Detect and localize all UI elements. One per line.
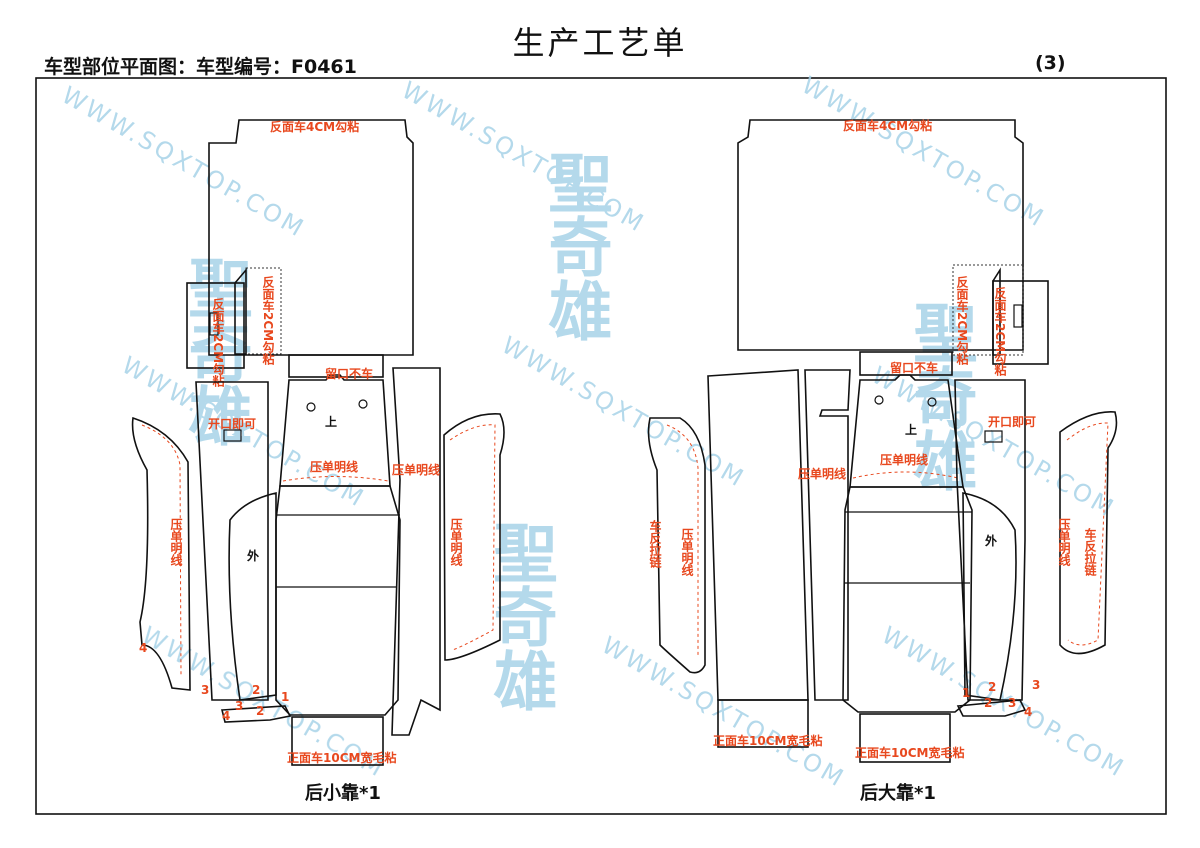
left-right-strip (391, 367, 441, 736)
left-right-curve-seam (449, 424, 496, 651)
left-stitch-side: 压单明线 (169, 518, 183, 567)
right-bottom-note-left: 正面车10CM宽毛粘 (713, 733, 822, 748)
right-caption: 后大靠*1 (860, 782, 936, 804)
watermark-brand: 聖奇雄 (178, 255, 253, 447)
right-pattern: 反面车4CM勾粘 反面车2CM勾粘 反面车2CM勾粘 留口不车 上 压单明线 压… (647, 118, 1118, 804)
left-right-curve (443, 413, 505, 661)
right-outer-mark: 外 (985, 533, 997, 548)
right-opening-note: 开口即可 (988, 415, 1036, 429)
left-side-curve (131, 416, 191, 691)
left-main-body (275, 485, 401, 716)
page-title: 生产工艺单 (512, 24, 688, 62)
right-vertical-panel (954, 379, 1026, 701)
drawing-frame (35, 77, 1167, 815)
right-window-note: 留口不车 (890, 360, 938, 375)
left-flap-slot (209, 312, 219, 336)
right-stitch-center: 压单明线 (880, 452, 928, 467)
right-flap-slot (1013, 304, 1023, 328)
left-caption: 后小靠*1 (305, 783, 381, 804)
right-number: 3 (1008, 696, 1016, 710)
right-opening (984, 430, 1003, 443)
left-number: 1 (281, 690, 289, 704)
right-up-mark: 上 (905, 422, 917, 437)
right-number: 2 (984, 696, 992, 710)
left-pattern: 反面车4CM勾粘 反面车2CM勾粘 反面车2CM勾粘 留口不车 上 压单明线 开… (131, 119, 505, 804)
right-outer-panel (962, 492, 1017, 701)
right-left-panel (707, 369, 809, 701)
right-corner-piece (956, 699, 1027, 717)
left-opening-note: 开口即可 (208, 417, 256, 431)
right-hole (874, 395, 884, 405)
right-stitch-left-side: 压单明线 (680, 528, 694, 577)
right-number: 2 (988, 680, 996, 694)
right-side-seam (666, 424, 699, 655)
left-number: 2 (252, 683, 260, 697)
left-outer-panel (228, 491, 277, 701)
left-window-note: 留口不车 (325, 366, 373, 381)
page-number: (3) (1035, 52, 1066, 74)
left-flap-note: 反面车2CM勾粘 (211, 297, 225, 388)
watermark-url: WWW.SQXTOP.COM (57, 81, 310, 243)
right-stitch-left: 压单明线 (798, 466, 846, 481)
left-corner-piece (220, 705, 292, 723)
right-zip-right: 车反拉链 (1083, 527, 1097, 577)
right-bottom-rect-center (859, 713, 951, 763)
watermark-url: WWW.SQXTOP.COM (797, 71, 1050, 233)
left-top-panel (208, 119, 414, 356)
left-number: 4 (222, 709, 230, 723)
left-flap-piece (186, 282, 245, 369)
left-top-note: 反面车4CM勾粘 (270, 119, 359, 134)
left-opening (223, 429, 242, 442)
right-inner-flap-note: 反面车2CM勾粘 (955, 275, 969, 366)
left-number: 3 (235, 699, 243, 713)
left-side-seam (141, 424, 182, 676)
left-bottom-rect (291, 716, 384, 766)
left-inner-flap-note: 反面车2CM勾粘 (261, 275, 275, 366)
right-top-note: 反面车4CM勾粘 (843, 118, 932, 133)
left-number: 4 (139, 641, 147, 655)
right-flap-note: 反面车2CM勾粘 (993, 286, 1007, 377)
left-flap-fold (234, 267, 247, 355)
watermark-brand: 聖奇雄 (903, 300, 978, 492)
model-subtitle: 车型部位平面图：车型编号：F0461 (44, 56, 357, 78)
right-bottom-note-center: 正面车10CM宽毛粘 (855, 745, 964, 760)
watermark-url: WWW.SQXTOP.COM (497, 331, 750, 493)
right-number: 4 (1024, 705, 1032, 719)
left-flap-dashed (245, 267, 282, 355)
left-vertical-panel (195, 381, 269, 701)
right-number: 3 (1032, 678, 1040, 692)
left-strip (288, 354, 384, 378)
left-hole (306, 402, 316, 412)
right-left-strip (804, 369, 851, 701)
left-hole (358, 399, 368, 409)
left-up-mark: 上 (325, 414, 337, 429)
right-stitch-right-side: 压单明线 (1057, 518, 1071, 567)
watermark-url: WWW.SQXTOP.COM (597, 631, 850, 793)
right-top-panel (737, 119, 1024, 351)
right-number: 1 (962, 686, 970, 700)
left-stitch-center: 压单明线 (310, 459, 358, 474)
left-stitch-right: 压单明线 (392, 462, 440, 477)
left-number: 2 (256, 704, 264, 718)
right-flap-fold (992, 267, 1001, 356)
right-main-body (842, 486, 973, 713)
left-stitch-right-side: 压单明线 (449, 518, 463, 567)
right-hole (927, 397, 937, 407)
left-bottom-note: 正面车10CM宽毛粘 (287, 750, 396, 765)
left-number: 3 (201, 683, 209, 697)
right-right-curve (1059, 411, 1118, 655)
right-zip-left: 车反拉链 (648, 519, 662, 569)
right-side-curve (647, 417, 706, 674)
watermark-brand: 聖奇雄 (483, 520, 558, 712)
left-outer-mark: 外 (247, 548, 259, 563)
watermark-brand: 聖奇雄 (538, 150, 613, 342)
right-bottom-rect-left (717, 699, 809, 748)
